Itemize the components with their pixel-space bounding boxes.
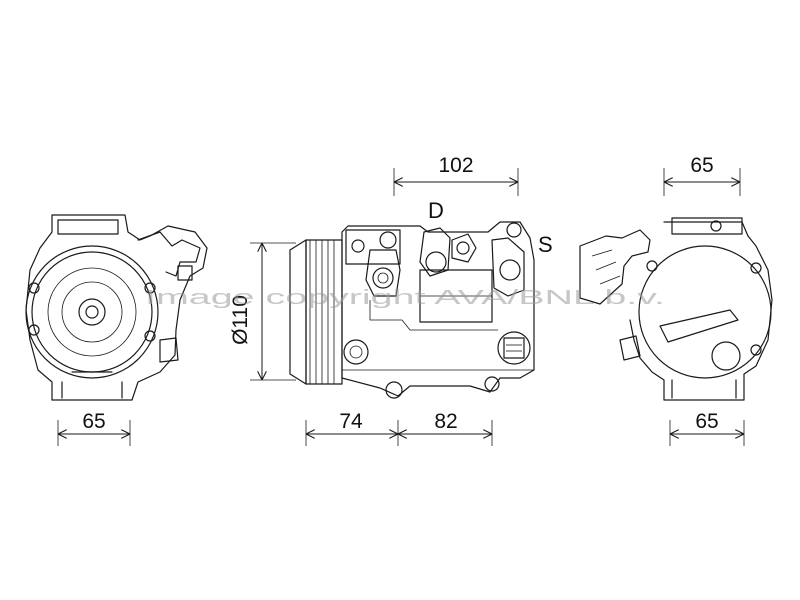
suction-port-label: S [538, 232, 553, 257]
rear-housing [638, 245, 772, 379]
copyright-watermark: Image copyright AVA/BNL b.v. [145, 287, 665, 309]
top-length-dimension: 102 [438, 154, 473, 177]
side-view: Ø110 [229, 154, 553, 446]
front-view: 65 [25, 214, 208, 446]
pulley-diameter-dimension: Ø110 [229, 295, 252, 345]
electrical-connector [497, 331, 531, 365]
clutch-plate-outer [25, 245, 159, 379]
rear-view: 65 65 [579, 154, 773, 446]
segment-right-dimension: 82 [434, 410, 457, 433]
segment-left-dimension: 74 [339, 410, 363, 433]
pulley [289, 239, 307, 385]
discharge-port-label: D [428, 198, 444, 223]
right-top-width-dimension: 65 [690, 154, 713, 177]
right-bottom-width-dimension: 65 [695, 410, 718, 433]
front-width-dimension: 65 [82, 410, 105, 433]
